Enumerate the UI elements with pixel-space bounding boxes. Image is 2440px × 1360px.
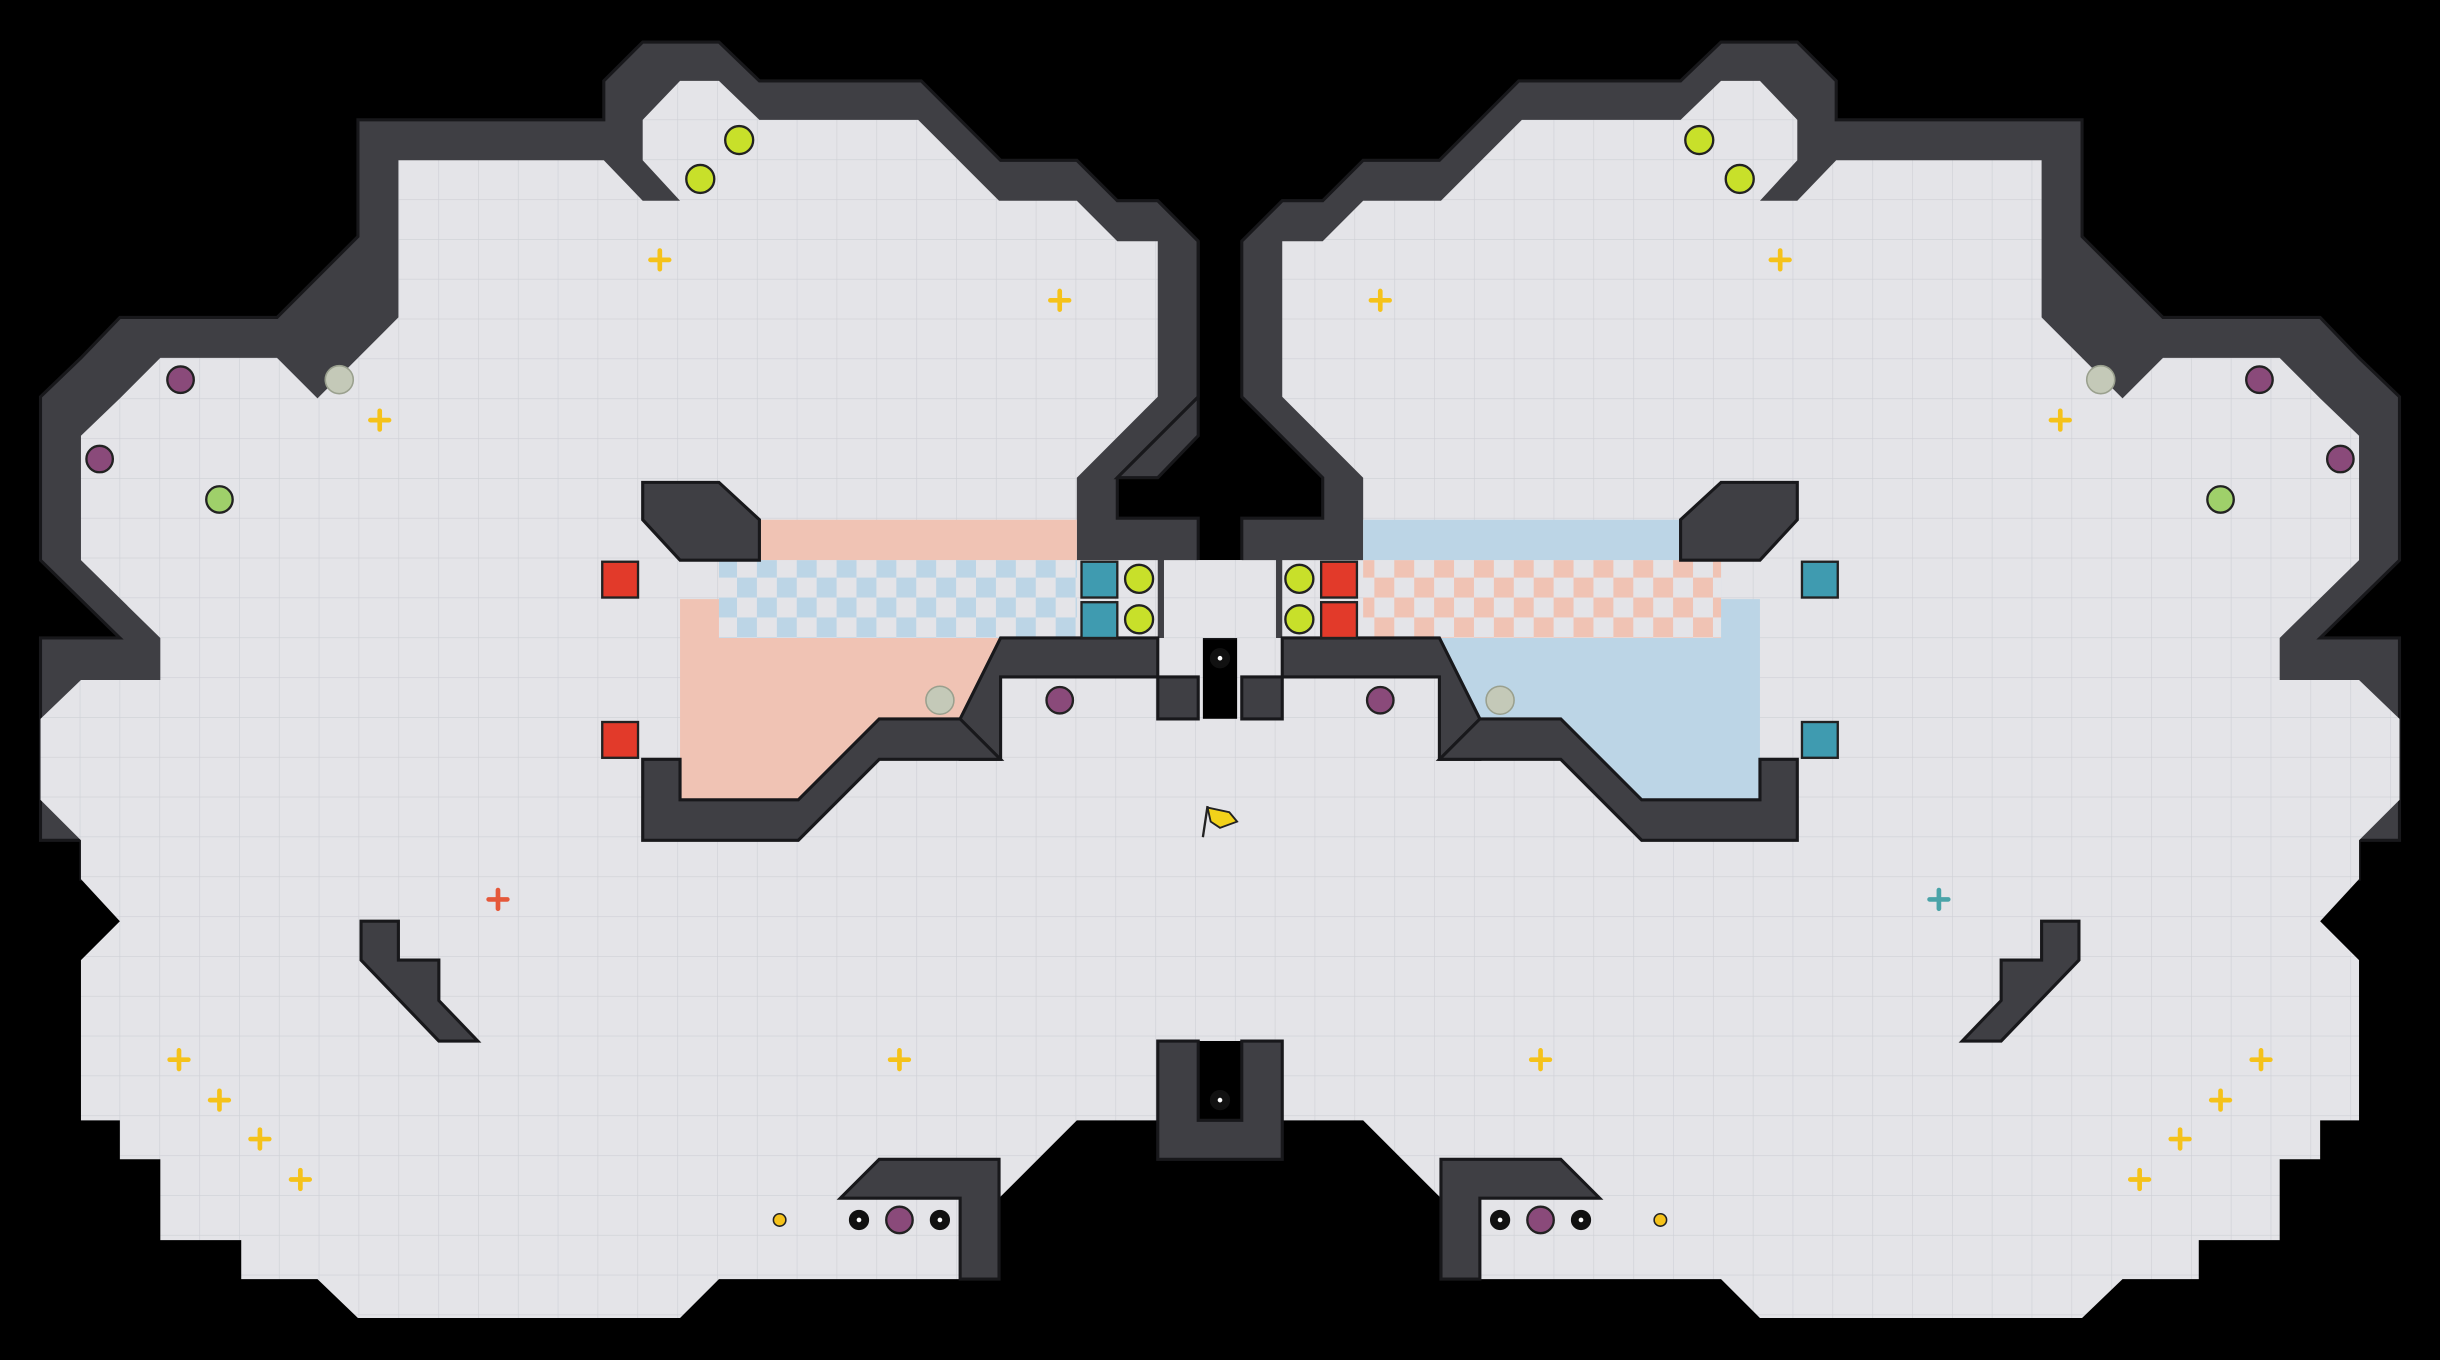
powerups <box>205 485 2235 514</box>
coin-icon <box>685 163 716 195</box>
team-zones <box>680 519 1760 800</box>
red-zone-checker <box>718 560 1077 638</box>
right-bottom-ramp <box>1435 717 1799 842</box>
bomb-icon <box>2245 365 2274 395</box>
boost-icon <box>648 248 672 272</box>
red-team-block <box>1319 560 1359 599</box>
bomb-icon <box>1526 1205 1555 1235</box>
powerup-icon <box>2206 485 2235 514</box>
boost-icon <box>1768 248 1792 272</box>
inner-walls <box>359 241 2081 1281</box>
blue-team-block <box>1800 560 1839 599</box>
spike-hazard-icon <box>848 1209 870 1231</box>
bomb-icon <box>1045 685 1075 715</box>
neutral-pad-icon <box>925 685 955 716</box>
boost-icon <box>2048 408 2072 432</box>
bomb-icon <box>85 444 115 474</box>
neutral-pad-icon <box>1485 685 1515 716</box>
red-zone <box>680 519 1077 800</box>
spike-hazard-icon <box>1209 648 1231 669</box>
neutral-pad-icon <box>324 364 355 395</box>
left-diagonal-wall <box>359 919 482 1043</box>
neutral-pads <box>324 364 2116 716</box>
spike-hazard-icon <box>1489 1209 1511 1231</box>
flag-icon <box>1201 805 1239 838</box>
boost-icon <box>2249 1048 2273 1072</box>
boost-icon <box>1368 288 1392 312</box>
red-team-block <box>1319 601 1359 640</box>
boost-icon <box>167 1048 191 1072</box>
coin-icon <box>1284 563 1315 595</box>
boost-icon <box>368 408 392 432</box>
blue-team-block <box>1800 720 1839 759</box>
coins <box>685 124 1755 635</box>
boost-icon <box>2208 1088 2233 1112</box>
coin-icon <box>1123 563 1155 595</box>
coin-icon <box>1724 163 1755 195</box>
red-team-block <box>601 560 640 599</box>
coin-icon <box>1123 604 1155 635</box>
blue-team-block <box>1080 560 1119 599</box>
red-team-block <box>601 720 640 759</box>
right-top-block <box>1679 480 1799 562</box>
blue-zone-checker <box>1363 560 1722 638</box>
right-bottom-pocket <box>1439 1157 1604 1281</box>
left-bottom-ramp <box>641 717 1005 842</box>
spike-hazard-icon <box>929 1209 951 1231</box>
boost-icon <box>207 1088 232 1112</box>
blue-boost-icon <box>1927 887 1951 912</box>
yellow-button-icon <box>772 1212 787 1227</box>
left-bottom-pocket <box>836 1157 1001 1281</box>
boosts <box>167 248 2273 1192</box>
bottom-center-wall <box>1156 1039 1284 1161</box>
right-diagonal-wall <box>1958 919 2081 1043</box>
coin-icon <box>724 124 755 156</box>
team-blocks <box>601 560 1839 759</box>
blue-zone <box>1363 519 1760 800</box>
spikes <box>848 648 1592 1231</box>
blue-team-block <box>1080 601 1119 640</box>
bomb-icon <box>885 1205 914 1235</box>
powerup-icon <box>205 485 234 514</box>
boost-icon <box>248 1127 272 1151</box>
bomb-icon <box>166 365 195 395</box>
boost-icon <box>887 1048 912 1072</box>
buttons <box>772 1212 1668 1227</box>
bombs <box>85 365 2355 1235</box>
coin-icon <box>1684 124 1715 156</box>
boost-icon <box>288 1167 313 1192</box>
spike-hazard-icon <box>1209 1090 1231 1111</box>
center-top-pillar-left <box>1113 241 1200 480</box>
spike-hazard-icon <box>1570 1209 1592 1231</box>
yellow-button-icon <box>1653 1212 1668 1227</box>
boost-icon <box>1528 1048 1553 1072</box>
coin-icon <box>1284 604 1315 635</box>
left-top-block <box>641 480 761 562</box>
boost-icon <box>1048 288 1072 312</box>
bomb-icon <box>2325 444 2355 474</box>
neutral-pad-icon <box>2085 364 2116 395</box>
red-boost-icon <box>486 887 510 912</box>
boost-icon <box>2127 1167 2152 1192</box>
boost-icon <box>2168 1127 2192 1151</box>
bomb-icon <box>1365 685 1395 715</box>
